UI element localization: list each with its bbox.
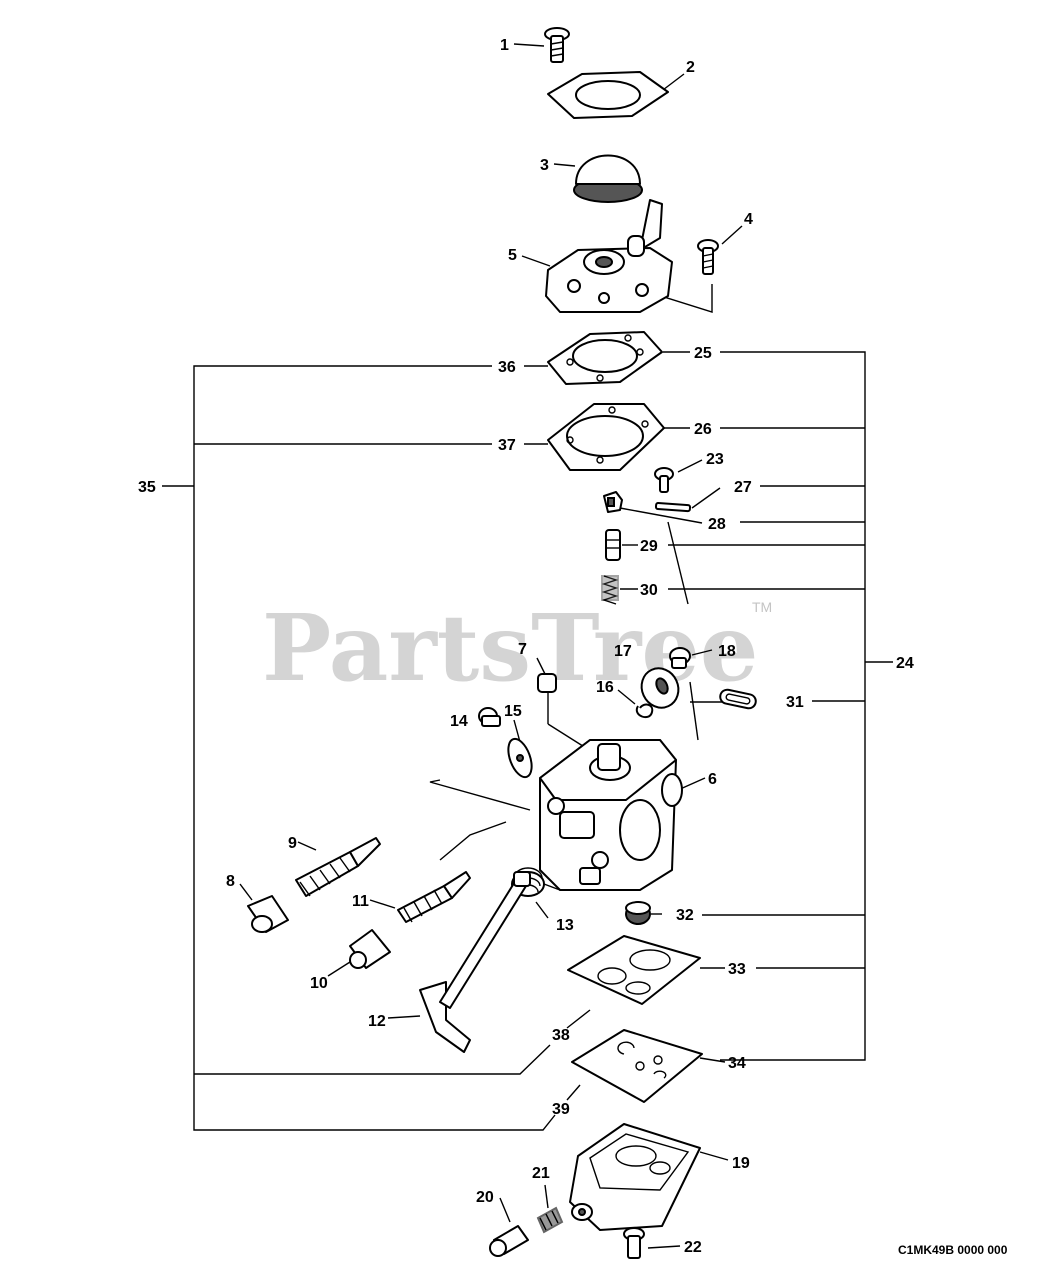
callout-labels: 1 2 3 4 5 6 7 8 9 10 11 12 13 14 15 16 1… — [138, 37, 914, 1256]
plug-icon — [625, 901, 651, 925]
callout-15: 15 — [504, 703, 522, 720]
needle-icon — [397, 871, 471, 923]
callout-12: 12 — [368, 1013, 386, 1030]
callout-37: 37 — [498, 437, 516, 454]
callout-1: 1 — [500, 37, 509, 54]
filter-cover-icon — [640, 667, 680, 709]
callout-25: 25 — [694, 345, 712, 362]
callout-19: 19 — [732, 1155, 750, 1172]
clip-icon — [635, 703, 654, 719]
carburetor-body-icon — [539, 739, 683, 891]
callout-24: 24 — [896, 655, 914, 672]
callout-9: 9 — [288, 835, 297, 852]
callout-7: 7 — [518, 641, 527, 658]
callout-6: 6 — [708, 771, 717, 788]
needle-icon — [605, 529, 621, 561]
pump-cover-icon — [545, 199, 673, 313]
limiter-cap-icon — [247, 895, 289, 933]
diagram-code: C1MK49B 0000 000 — [898, 1243, 1008, 1257]
callout-14: 14 — [450, 713, 468, 730]
callout-39: 39 — [552, 1101, 570, 1118]
spring-icon — [536, 1206, 564, 1234]
screw-icon — [478, 707, 501, 727]
callout-31: 31 — [786, 694, 804, 711]
limiter-cap-icon — [349, 929, 391, 969]
pin-icon — [654, 502, 692, 513]
primer-bulb-icon — [573, 154, 643, 203]
callout-29: 29 — [640, 538, 658, 555]
callout-23: 23 — [706, 451, 724, 468]
plug-icon — [537, 673, 557, 693]
gasket-icon — [547, 331, 663, 385]
callout-20: 20 — [476, 1189, 494, 1206]
assembly-bracket-lines — [162, 351, 893, 1131]
seal-icon — [719, 688, 757, 710]
gasket-icon — [547, 71, 669, 119]
spring-icon — [601, 575, 619, 605]
lever-icon — [603, 491, 623, 513]
callout-38: 38 — [552, 1027, 570, 1044]
callout-18: 18 — [718, 643, 736, 660]
callout-30: 30 — [640, 582, 658, 599]
callout-2: 2 — [686, 59, 695, 76]
callout-36: 36 — [498, 359, 516, 376]
callout-17: 17 — [614, 643, 632, 660]
callout-4: 4 — [744, 211, 753, 228]
callout-8: 8 — [226, 873, 235, 890]
callout-22: 22 — [684, 1239, 702, 1256]
callout-34: 34 — [728, 1055, 746, 1072]
callout-27: 27 — [734, 479, 752, 496]
callout-26: 26 — [694, 421, 712, 438]
screw-icon — [654, 467, 674, 493]
callout-16: 16 — [596, 679, 614, 696]
callout-28: 28 — [708, 516, 726, 533]
gasket-icon — [567, 935, 701, 1005]
screw-icon — [669, 647, 691, 669]
callout-13: 13 — [556, 917, 574, 934]
callout-21: 21 — [532, 1165, 550, 1182]
screw-icon — [489, 1225, 529, 1257]
screw-icon — [697, 239, 719, 275]
needle-icon — [295, 837, 381, 897]
screw-icon — [544, 27, 570, 63]
watermark-trademark: TM — [752, 599, 772, 615]
callout-3: 3 — [540, 157, 549, 174]
lever-icon — [419, 871, 531, 1053]
callout-32: 32 — [676, 907, 694, 924]
throttle-disc-icon — [507, 737, 533, 779]
diaphragm-cover-icon — [569, 1123, 701, 1231]
callout-35: 35 — [138, 479, 156, 496]
gasket-icon — [547, 403, 665, 471]
callout-33: 33 — [728, 961, 746, 978]
callout-5: 5 — [508, 247, 517, 264]
gasket-icon — [571, 1029, 703, 1103]
callout-11: 11 — [352, 893, 369, 910]
callout-10: 10 — [310, 975, 328, 992]
screw-icon — [623, 1227, 645, 1259]
